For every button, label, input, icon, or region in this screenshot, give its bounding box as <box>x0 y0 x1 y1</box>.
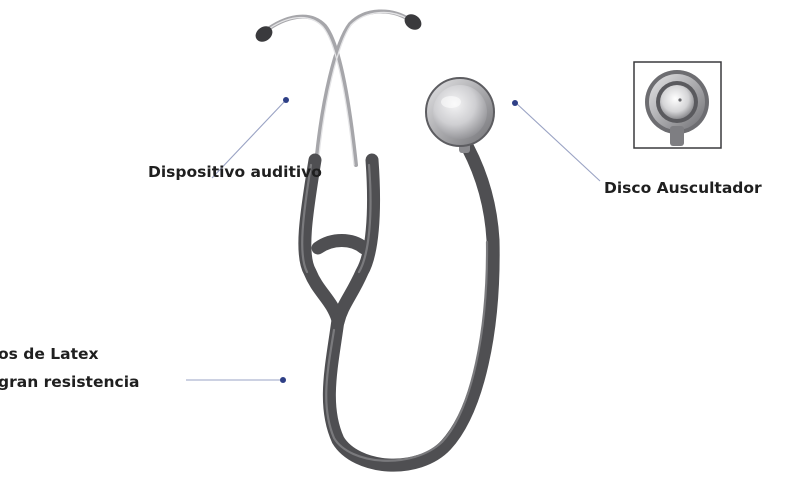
binaural-metal-tubes <box>264 11 410 165</box>
disc-detail-inset <box>634 62 721 148</box>
leader-lines <box>186 101 600 380</box>
label-tubos-latex-line1: os de Latex <box>0 347 99 363</box>
label-tubos-latex-line2: gran resistencia <box>0 375 139 391</box>
label-dispositivo-auditivo: Dispositivo auditivo <box>148 165 322 181</box>
label-disco-auscultador: Disco Auscultador <box>604 181 762 197</box>
chest-piece <box>426 78 494 153</box>
rubber-y-tubing <box>305 148 493 465</box>
pointer-dot-auditivo <box>283 97 289 103</box>
binaural-metal-highlight <box>266 12 408 165</box>
pointer-dot-latex <box>280 377 286 383</box>
pointer-dot-disco <box>512 100 518 106</box>
